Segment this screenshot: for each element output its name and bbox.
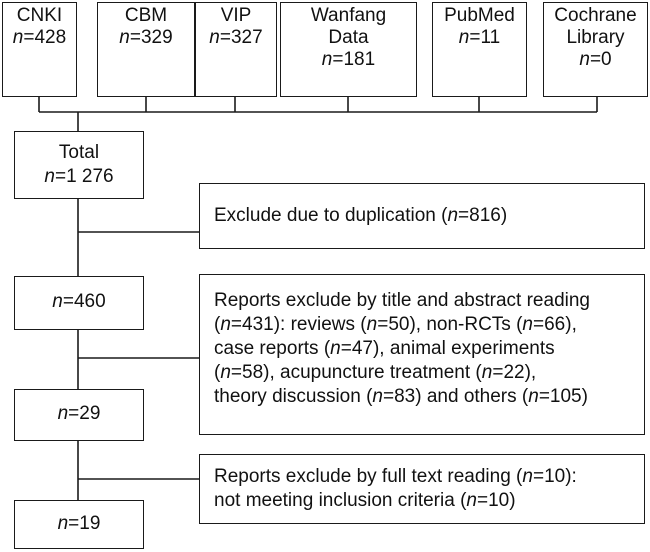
final-count: n=19 [57,513,101,534]
exclusion-text-line: not meeting inclusion criteria (n=10) [214,490,516,511]
exclusion-text-line: Reports exclude by full text reading (n=… [214,466,577,487]
source-name: Cochrane [554,5,637,26]
source-name-line2: Library [566,27,625,48]
total-box: Total n=1 276 [14,131,144,199]
source-count: n=428 [12,27,67,48]
exclusion-text-line: theory discussion (n=83) and others (n=1… [214,386,588,407]
source-count: n=0 [579,49,612,70]
exclusion-text-line: case reports (n=47), animal experiments [214,338,555,359]
total-label: Total [58,142,100,163]
source-box-cbm: CBM n=329 [97,2,195,97]
source-box-cochrane: Cochrane Library n=0 [543,2,648,97]
exclusion-box-title-abstract: Reports exclude by title and abstract re… [199,274,645,435]
source-name: PubMed [444,5,515,26]
final-box-19: n=19 [14,500,144,549]
screening-count: n=460 [52,291,106,312]
exclusion-text-line: (n=431): reviews (n=50), non-RCTs (n=66)… [214,314,577,335]
source-name: Wanfang [310,5,387,26]
exclusion-box-full-text: Reports exclude by full text reading (n=… [199,454,645,524]
total-count: n=1 276 [44,166,114,187]
exclusion-text-line: (n=58), acupuncture treatment (n=22), [214,362,537,383]
screening-count: n=29 [57,403,101,424]
exclusion-text-line: Reports exclude by title and abstract re… [214,290,590,311]
source-name: CBM [124,5,168,26]
source-count: n=181 [321,49,376,70]
source-box-cnki: CNKI n=428 [2,2,77,97]
screening-box-460: n=460 [14,276,144,330]
source-count: n=11 [458,27,501,48]
screening-box-29: n=29 [14,389,144,441]
source-name: VIP [220,5,252,26]
source-count: n=327 [209,27,263,48]
source-box-wanfang: Wanfang Data n=181 [280,2,417,97]
source-box-pubmed: PubMed n=11 [432,2,527,97]
source-count: n=329 [119,27,173,48]
source-box-vip: VIP n=327 [195,2,277,97]
source-name-line2: Data [328,27,369,48]
source-name: CNKI [16,5,63,26]
exclusion-box-duplication: Exclude due to duplication (n=816) [199,183,645,249]
exclusion-text: Exclude due to duplication (n=816) [214,205,508,226]
